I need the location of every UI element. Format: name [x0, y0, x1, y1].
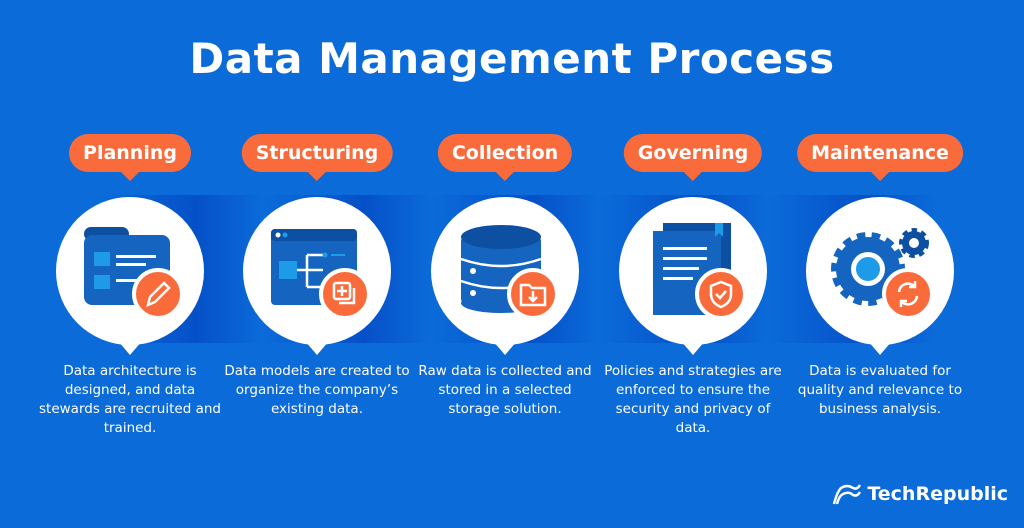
window-hierarchy-icon: [271, 229, 371, 320]
step-structuring: Structuring Data models are created to o…: [223, 0, 411, 528]
techrepublic-logo: TechRepublic: [831, 482, 1008, 506]
logo-text: TechRepublic: [867, 483, 1008, 505]
page-title: Data Management Process: [189, 34, 835, 83]
step-description: Data is evaluated for quality and releva…: [797, 363, 963, 417]
step-maintenance: Maintenance Data is evaluated for qualit…: [786, 0, 974, 528]
step-label: Governing: [623, 134, 763, 181]
step-circle: [56, 197, 204, 355]
step-collection: Collection Raw data is collected and sto…: [411, 0, 599, 528]
flag-wave-icon: [833, 484, 862, 505]
step-description: Policies and strategies are enforced to …: [604, 363, 782, 436]
step-label: Maintenance: [797, 134, 963, 181]
step-description: Raw data is collected and stored in a se…: [418, 363, 592, 417]
folder-edit-icon: [84, 227, 184, 320]
step-description: Data architecture is designed, and data …: [39, 363, 221, 436]
step-circle: [806, 197, 954, 355]
step-label: Structuring: [241, 134, 393, 181]
document-shield-icon: [653, 223, 747, 320]
step-label: Planning: [69, 134, 191, 181]
step-circle: [243, 197, 391, 355]
step-governing: Governing Policies and strategies are en…: [599, 0, 787, 528]
step-circle: [431, 197, 579, 355]
step-planning: Planning Data architecture is designed, …: [36, 0, 224, 528]
step-label: Collection: [437, 134, 573, 181]
database-download-icon: [460, 225, 559, 320]
step-description: Data models are created to organize the …: [224, 363, 410, 417]
gears-refresh-icon: [831, 228, 934, 320]
step-circle: [619, 197, 767, 355]
